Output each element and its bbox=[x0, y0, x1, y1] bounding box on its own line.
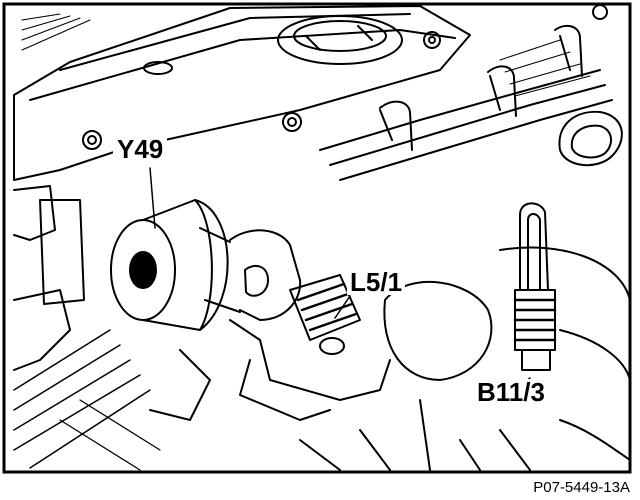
y49-leader bbox=[149, 167, 156, 229]
head-bolt bbox=[423, 31, 441, 49]
l5-1-component bbox=[289, 274, 361, 355]
b11-3-label: B11/3 bbox=[474, 379, 548, 405]
injector-bracket bbox=[558, 110, 623, 167]
head-bolt bbox=[592, 4, 608, 20]
housing-bulb bbox=[383, 280, 493, 381]
oil-filler-cap bbox=[277, 15, 403, 65]
fuel-lines bbox=[319, 69, 601, 151]
y49-label: Y49 bbox=[113, 136, 168, 162]
b11-3-component bbox=[513, 289, 557, 371]
figure-frame bbox=[2, 2, 632, 474]
head-bolt bbox=[282, 112, 302, 132]
figure-code: P07-5449-13A bbox=[533, 479, 630, 496]
engine-cover bbox=[13, 5, 471, 181]
head-bolt bbox=[82, 130, 102, 150]
b11-3-pipe bbox=[519, 202, 549, 291]
l5-1-label: L5/1 bbox=[347, 269, 406, 295]
l5-1-leader bbox=[334, 295, 351, 319]
